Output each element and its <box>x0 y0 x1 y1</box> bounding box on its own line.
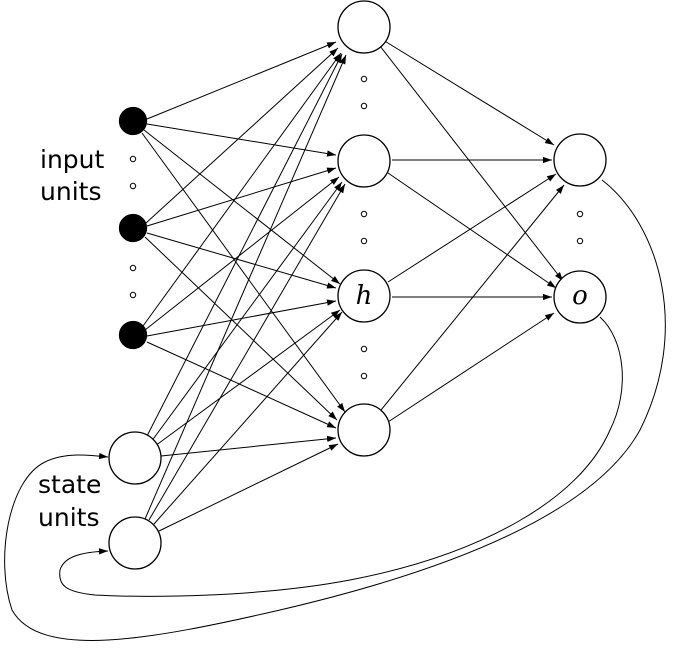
hidden-unit-h <box>337 269 391 323</box>
input-unit-2 <box>118 213 148 243</box>
state-unit-2 <box>108 516 162 570</box>
state-units <box>108 431 162 570</box>
input-units-label-line1: input <box>40 145 105 174</box>
hidden-to-output-connections <box>379 39 565 423</box>
ellipsis-dots <box>129 75 584 380</box>
output-unit-label: o <box>572 281 588 311</box>
hidden-unit-1 <box>337 0 391 54</box>
output-unit-o <box>553 270 607 324</box>
state-to-hidden-connections <box>144 53 347 532</box>
input-units-label-line2: units <box>40 177 101 206</box>
state-units-label-line2: units <box>38 503 99 532</box>
input-to-hidden-connections <box>141 41 346 429</box>
state-unit-1 <box>108 431 162 485</box>
state-units-label-line1: state <box>38 470 101 499</box>
feedback-connections <box>4 179 666 641</box>
input-units <box>118 106 148 350</box>
output-unit-1 <box>553 133 607 187</box>
output-units: o <box>553 133 607 324</box>
hidden-units: h <box>337 0 391 457</box>
hidden-unit-4 <box>337 403 391 457</box>
input-unit-1 <box>118 106 148 136</box>
hidden-unit-2 <box>337 134 391 188</box>
input-unit-3 <box>118 320 148 350</box>
hidden-unit-label: h <box>356 281 373 311</box>
